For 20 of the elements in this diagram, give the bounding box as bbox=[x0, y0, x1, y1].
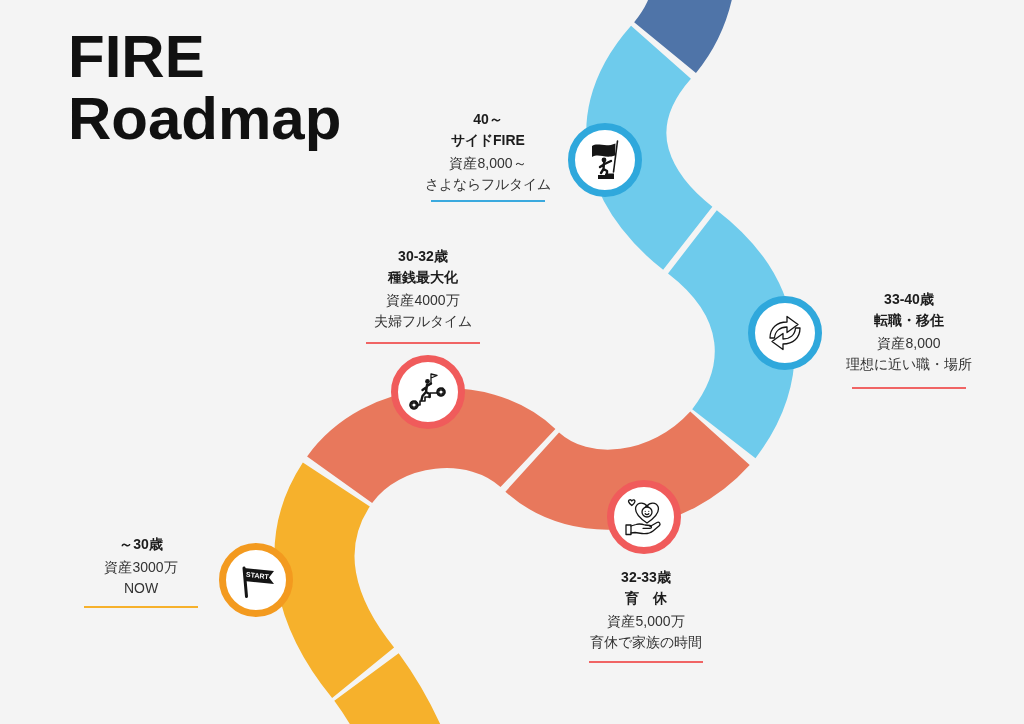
milestone-note: 資産5,000万 bbox=[607, 612, 685, 631]
milestone-note: 資産8,000～ bbox=[449, 154, 527, 173]
milestone-note: 資産8,000 bbox=[877, 334, 941, 353]
milestone-heading: ～30歳 bbox=[119, 535, 163, 554]
milestone-heading: 40～ bbox=[473, 110, 503, 129]
milestone-note: 理想に近い職・場所 bbox=[846, 355, 972, 374]
milestone-heading: 32-33歳 bbox=[621, 568, 671, 587]
milestone-heading: 種銭最大化 bbox=[388, 268, 458, 287]
milestone-note: さよならフルタイム bbox=[425, 175, 551, 194]
milestone-note: 育休で家族の時間 bbox=[590, 633, 702, 652]
page-title: FIRE Roadmap bbox=[68, 26, 343, 150]
milestone-heading: 30-32歳 bbox=[398, 247, 448, 266]
milestone-note: NOW bbox=[123, 579, 159, 598]
milestone-heading: 33-40歳 bbox=[884, 290, 934, 309]
milestone-note: 資産3000万 bbox=[104, 558, 178, 577]
milestone-heading: 育 休 bbox=[625, 589, 667, 608]
milestone-note: 夫婦フルタイム bbox=[374, 312, 472, 331]
milestone-heading: サイドFIRE bbox=[451, 131, 525, 150]
milestone-heading: 転職・移住 bbox=[874, 311, 944, 330]
milestone-note: 資産4000万 bbox=[386, 291, 460, 310]
